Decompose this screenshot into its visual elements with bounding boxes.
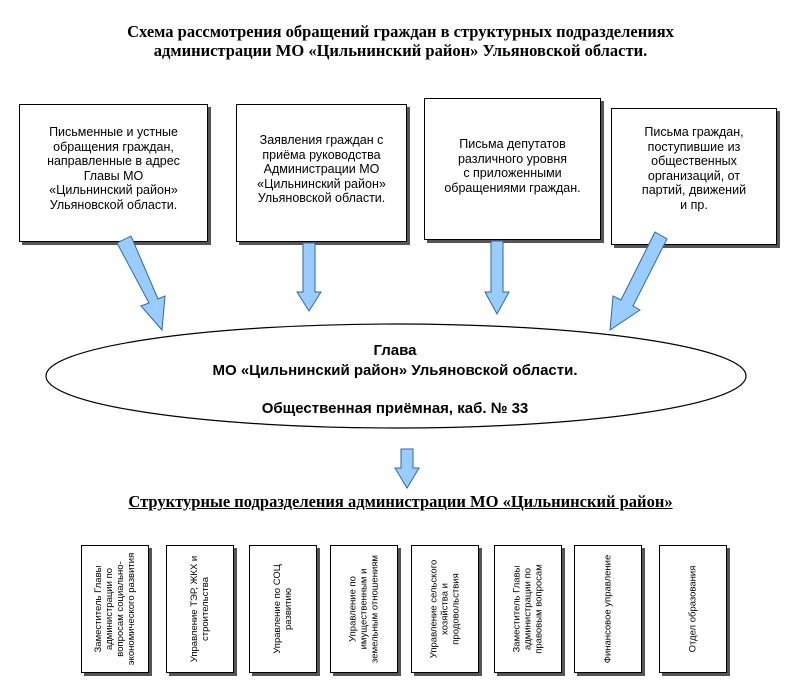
diagram-title: Схема рассмотрения обращений граждан в с… [0,22,801,60]
source-text-line: организаций, от [647,168,741,183]
arrow-from-reception [296,242,322,312]
unit-deputy-socioeconomic: Заместитель Главы администрации по вопро… [81,545,149,673]
source-text-line: Главы МО [83,168,144,183]
source-text-line: поступившие из [647,139,741,154]
unit-property-land: Управление по имущественным и земельным … [330,545,398,673]
unit-finance: Финансовое управление [574,545,642,673]
head-reception-office: Общественная приёмная, каб. № 33 [261,400,529,417]
source-text-line: Письма граждан, [644,125,744,139]
source-box-reception-applications: Заявления граждан с приёма руководства А… [236,104,407,242]
unit-deputy-legal: Заместитель Главы администрации по право… [494,545,562,673]
unit-label: Заместитель Главы администрации по право… [511,564,545,654]
head-organization: МО «Цильнинский район» Ульяновской облас… [212,362,578,379]
unit-label: Управление ТЭР, ЖКХ и строительства [189,555,211,663]
unit-label: Управление по имущественным и земельным … [347,555,381,663]
arrow-from-deputies [484,240,510,316]
unit-label: Управление по СОЦ развитию [272,564,294,654]
unit-education: Отдел образования [659,545,727,673]
unit-social-development: Управление по СОЦ развитию [249,545,317,673]
source-box-written-appeals: Письменные и устные обращения граждан, н… [19,104,208,242]
unit-label: Отдел образования [687,565,699,653]
source-text-line: обращения граждан, [53,139,174,154]
source-box-organization-letters: Письма граждан, поступившие из обществен… [611,108,777,245]
unit-label: Финансовое управление [602,554,614,664]
arrow-from-written-appeals [116,235,166,332]
source-text-line: общественных [651,154,737,168]
source-text-line: Ульяновской области. [49,197,178,212]
unit-label: Управление сельского хозяйства и продово… [428,559,462,659]
head-title: Глава [373,342,417,359]
source-text-line: направленные в адрес [47,154,180,168]
source-text-line: партий, движений [641,183,747,197]
title-line-2: администрации МО «Цильнинский район» Уль… [153,41,648,60]
unit-label: Заместитель Главы администрации по вопро… [93,552,137,666]
source-text-line: Заявления граждан с [259,133,384,147]
source-text-line: приёма руководства [262,147,381,162]
source-box-deputy-letters: Письма депутатов различного уровня с при… [424,98,601,240]
source-text-line: обращениями граждан. [444,180,581,195]
source-text-line: с приложенными [463,166,562,180]
unit-fuel-housing-construction: Управление ТЭР, ЖКХ и строительства [166,545,234,673]
source-text-line: Ульяновской области. [257,191,386,205]
source-text-line: «Цильнинский район» [49,183,178,197]
source-text-line: различного уровня [457,151,568,166]
unit-agriculture-food: Управление сельского хозяйства и продово… [411,545,479,673]
source-text-line: Письма депутатов [459,137,566,151]
arrow-to-units [394,448,420,489]
source-text-line: «Цильнинский район» [257,176,386,191]
source-text-line: Администрации МО [263,162,380,176]
arrow-from-organizations [609,231,668,331]
source-text-line: Письменные и устные [49,125,178,139]
head-ellipse [45,323,747,429]
source-text-line: и пр. [680,197,708,212]
units-subtitle: Структурные подразделения администрации … [128,492,673,511]
title-line-1: Схема рассмотрения обращений граждан в с… [127,22,674,41]
